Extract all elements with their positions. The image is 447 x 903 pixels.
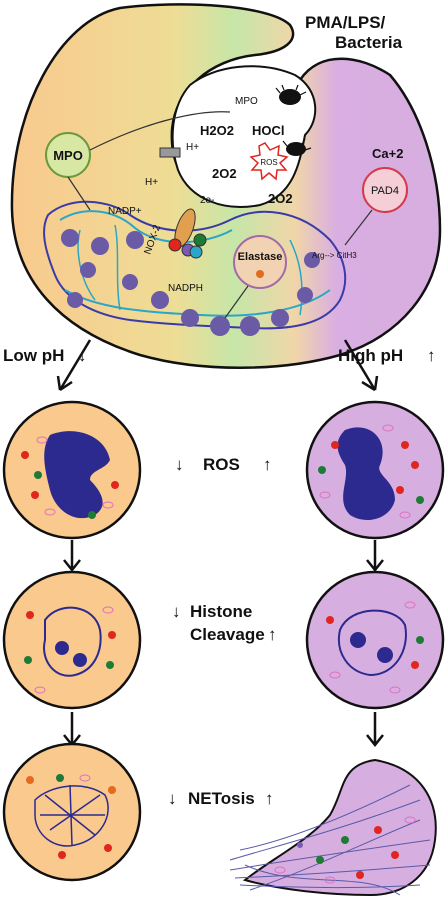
- elastase-granule: [233, 235, 287, 289]
- pad4-label: PAD4: [371, 185, 399, 197]
- high-ph-label: High pH: [338, 346, 403, 365]
- proton-label-2: H+: [145, 177, 158, 188]
- mpo-label: MPO: [53, 148, 83, 163]
- proton-channel: [159, 147, 181, 158]
- right-granules-histone: [326, 601, 424, 694]
- stage-histone-label: Histone: [190, 602, 252, 621]
- stimulus-label-2: Bacteria: [335, 33, 403, 52]
- left-granules-ros: [21, 436, 119, 519]
- hocl-label: HOCl: [252, 123, 285, 138]
- stage-netosis-label: NETosis: [188, 789, 255, 808]
- netosis-up-arrow: ↑: [265, 789, 274, 808]
- left-cell-histone: [2, 570, 142, 710]
- oxygen-label: 2O2: [268, 191, 293, 206]
- nox2-complex: [168, 208, 207, 259]
- nadph-label: NADPH: [168, 283, 203, 294]
- stage-histone-label-2: Cleavage: [190, 625, 265, 644]
- ros-up-arrow: ↑: [263, 455, 272, 474]
- phagosome: [171, 65, 317, 208]
- elastase-label: Elastase: [238, 251, 283, 263]
- pad4-enzyme: [362, 167, 408, 213]
- high-ph-arrow: ↑: [427, 346, 436, 365]
- left-nucleus-ros: [44, 431, 110, 519]
- left-granules-histone: [24, 606, 116, 694]
- low-ph-label: Low pH: [3, 346, 64, 365]
- bacteria-icon: [275, 84, 312, 156]
- net-fibers: [229, 784, 431, 896]
- mpo-arrow-label: MPO: [235, 96, 258, 107]
- left-chromatin-netosis: [34, 784, 109, 847]
- calcium-label: Ca+2: [372, 146, 403, 161]
- electrons-label: 2e-: [200, 195, 214, 206]
- histone-up-arrow: ↑: [268, 625, 277, 644]
- low-ph-arrow: ↓: [78, 346, 87, 365]
- histone-down-arrow: ↓: [172, 602, 181, 621]
- ros-down-arrow: ↓: [175, 455, 184, 474]
- right-granules-ros: [318, 424, 424, 519]
- stage-ros-label: ROS: [203, 455, 240, 474]
- activated-neutrophil: [10, 3, 442, 369]
- proton-label: H+: [186, 142, 199, 153]
- ros-burst-icon: [249, 142, 289, 181]
- histone-clusters: [61, 229, 320, 336]
- right-cell-histone: [305, 570, 445, 710]
- right-nucleus-ros: [337, 427, 395, 520]
- left-cell-netosis: [2, 742, 142, 882]
- h2o2-label: H2O2: [200, 123, 234, 138]
- netosis-down-arrow: ↓: [168, 789, 177, 808]
- net-granules: [274, 816, 416, 884]
- stimulus-label: PMA/LPS/: [305, 13, 386, 32]
- citrullination-label: Arg--> CitH3: [312, 251, 357, 260]
- ros-burst-label: ROS: [260, 158, 277, 167]
- superoxide-label: 2O2: [212, 166, 237, 181]
- left-granules-netosis: [26, 774, 116, 859]
- nadp-label: NADP+: [108, 206, 142, 217]
